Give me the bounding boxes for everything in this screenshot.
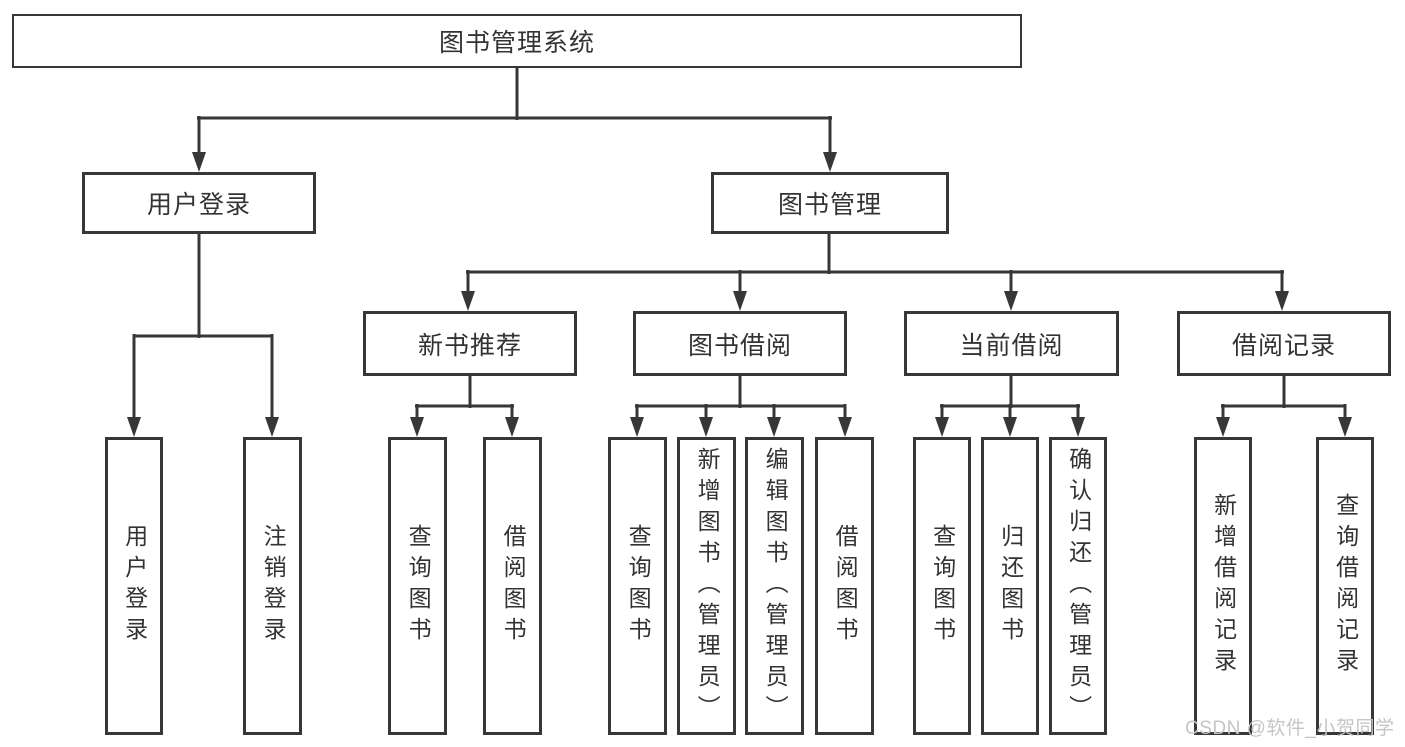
arrow-down-icon xyxy=(935,417,949,437)
node-add-books-admin: 新增图书（管理员） xyxy=(677,437,736,735)
arrow-down-icon xyxy=(823,152,837,172)
node-edit-books-admin: 编辑图书（管理员） xyxy=(745,437,804,735)
arrow-down-icon xyxy=(127,417,141,437)
arrow-down-icon xyxy=(192,152,206,172)
arrow-down-icon xyxy=(505,417,519,437)
node-query-books-recommend: 查询图书 xyxy=(388,437,447,735)
node-book-management: 图书管理 xyxy=(711,172,949,234)
node-book-borrowing: 图书借阅 xyxy=(633,311,847,376)
node-add-borrow-record: 新增借阅记录 xyxy=(1194,437,1252,735)
arrow-down-icon xyxy=(410,417,424,437)
node-query-books-current: 查询图书 xyxy=(913,437,971,735)
node-logout: 注销登录 xyxy=(243,437,302,735)
node-borrow-books-recommend: 借阅图书 xyxy=(483,437,542,735)
csdn-watermark: CSDN @软件_小贺同学 xyxy=(1185,718,1395,739)
node-borrow-books: 借阅图书 xyxy=(815,437,874,735)
node-user-login: 用户登录 xyxy=(105,437,163,735)
arrow-down-icon xyxy=(1004,291,1018,311)
tree-edges xyxy=(132,68,1347,419)
arrow-down-icon xyxy=(630,417,644,437)
arrow-down-icon xyxy=(767,417,781,437)
node-borrowing-records: 借阅记录 xyxy=(1177,311,1391,376)
node-confirm-return-admin: 确认归还（管理员） xyxy=(1049,437,1107,735)
node-query-books-borrowing: 查询图书 xyxy=(608,437,667,735)
arrow-down-icon xyxy=(265,417,279,437)
node-new-book-recommend: 新书推荐 xyxy=(363,311,577,376)
arrow-down-icon xyxy=(699,417,713,437)
arrow-down-icon xyxy=(838,417,852,437)
node-return-books: 归还图书 xyxy=(981,437,1039,735)
arrow-down-icon xyxy=(461,291,475,311)
arrow-down-icon xyxy=(1071,417,1085,437)
arrow-down-icon xyxy=(1275,291,1289,311)
arrow-down-icon xyxy=(733,291,747,311)
arrow-down-icon xyxy=(1003,417,1017,437)
node-library-management-system: 图书管理系统 xyxy=(12,14,1022,68)
node-current-borrowing: 当前借阅 xyxy=(904,311,1119,376)
arrow-down-icon xyxy=(1216,417,1230,437)
node-query-borrow-record: 查询借阅记录 xyxy=(1316,437,1374,735)
arrowheads xyxy=(127,152,1352,437)
node-user-login-branch: 用户登录 xyxy=(82,172,316,234)
arrow-down-icon xyxy=(1338,417,1352,437)
